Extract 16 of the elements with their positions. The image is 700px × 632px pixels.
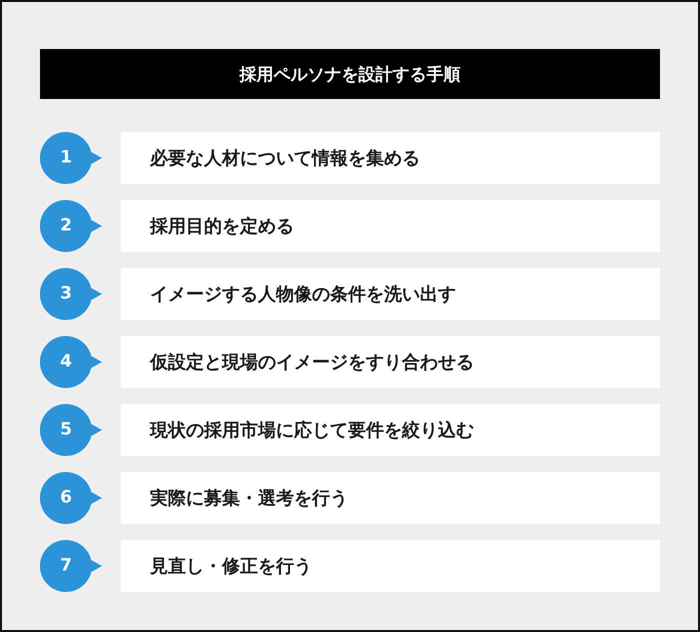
step-number: 5 bbox=[60, 422, 72, 438]
step-text: 実際に募集・選考を行う bbox=[150, 487, 348, 510]
step-text: 採用目的を定める bbox=[150, 215, 294, 238]
step-text: 現状の採用市場に応じて要件を絞り込む bbox=[150, 419, 474, 442]
step-text: イメージする人物像の条件を洗い出す bbox=[150, 283, 456, 306]
title-bar bbox=[40, 49, 660, 99]
step-text: 仮設定と現場のイメージをすり合わせる bbox=[150, 351, 474, 374]
step-number: 6 bbox=[60, 490, 72, 506]
step-number: 7 bbox=[60, 558, 72, 574]
step-number: 4 bbox=[60, 354, 72, 370]
step-number: 3 bbox=[60, 286, 72, 302]
step-number: 2 bbox=[60, 218, 72, 234]
step-number: 1 bbox=[60, 150, 72, 166]
step-text: 見直し・修正を行う bbox=[150, 555, 312, 578]
step-text: 必要な人材について情報を集める bbox=[150, 147, 420, 170]
title-text: 採用ペルソナを設計する手順 bbox=[240, 64, 460, 86]
